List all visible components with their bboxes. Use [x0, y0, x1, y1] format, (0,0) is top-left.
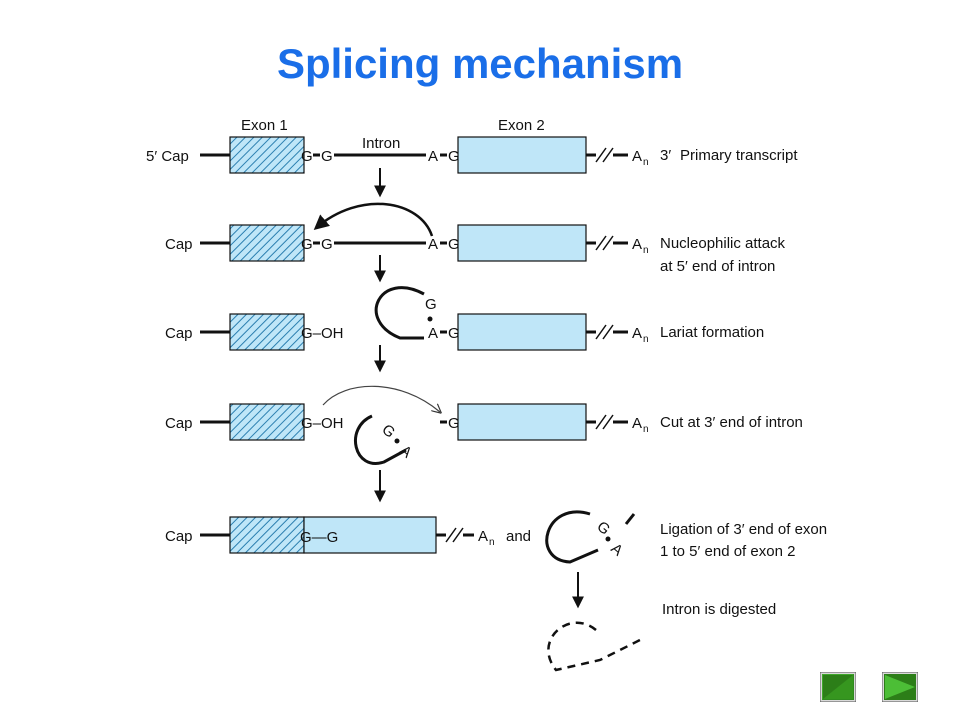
and-label: and: [506, 528, 531, 545]
g-label: G: [448, 148, 460, 165]
step-description: Ligation of 3′ end of exon: [660, 521, 827, 538]
lariat-g-label: G: [378, 421, 398, 442]
break-mark: [595, 147, 607, 163]
step-description: Lariat formation: [660, 324, 764, 341]
g-label: G: [301, 148, 313, 165]
g-label: G: [301, 236, 313, 253]
goh-label: G–OH: [301, 415, 344, 432]
g-label: G: [321, 148, 333, 165]
exon2-box: [457, 403, 587, 441]
row-cut-3prime: Cap G–OH G A G A n Cut at 3′ end of intr…: [165, 385, 803, 465]
exon2-box: [303, 516, 437, 554]
lariat-loop: [374, 286, 425, 340]
three-prime-label: 3′: [660, 147, 671, 164]
polya-subscript: n: [643, 245, 649, 256]
row-lariat-formation: Cap G–OH G A G A n Lariat formation: [165, 286, 764, 351]
polya-label: A: [632, 415, 642, 432]
a-label: A: [428, 236, 438, 253]
break-mark: [602, 235, 614, 251]
prev-slide-button[interactable]: [819, 671, 857, 703]
polya-subscript: n: [643, 424, 649, 435]
attack-arrow: [313, 202, 434, 237]
a-label: A: [428, 148, 438, 165]
arrow-left-icon: [819, 671, 857, 703]
break-mark: [595, 414, 607, 430]
break-mark: [602, 147, 614, 163]
step-description: Intron is digested: [662, 601, 776, 618]
polya-label: A: [632, 148, 642, 165]
cut-arrow: [322, 385, 440, 412]
polya-label: A: [632, 325, 642, 342]
step-description: Primary transcript: [680, 147, 798, 164]
cap-label: Cap: [165, 236, 193, 253]
cap-label: Cap: [165, 415, 193, 432]
a-label: A: [428, 325, 438, 342]
step-description: 1 to 5′ end of exon 2: [660, 543, 795, 560]
exon2-box: [457, 224, 587, 262]
intron-header: Intron: [362, 135, 400, 152]
lariat-a-label: A: [607, 540, 626, 559]
next-slide-button[interactable]: [881, 671, 919, 703]
row-nucleophilic-attack: Cap G G A G A n Nucleophilic attack at 5…: [165, 202, 786, 275]
g-label: G: [448, 415, 460, 432]
exon1-box: [229, 516, 305, 554]
cap-label: Cap: [165, 528, 193, 545]
gg-label: G—G: [300, 529, 338, 546]
branch-dot: [605, 536, 611, 542]
polya-subscript: n: [643, 334, 649, 345]
lariat-loop: [354, 414, 407, 465]
lariat-a-label: A: [396, 442, 415, 461]
goh-label: G–OH: [301, 325, 344, 342]
row-primary-transcript: 5′ Cap G G A G A n 3′ Primary transcript: [146, 136, 798, 174]
exon1-box: [229, 224, 305, 262]
branch-dot: [394, 438, 400, 444]
polya-label: A: [478, 528, 488, 545]
g-label: G: [448, 236, 460, 253]
polya-subscript: n: [643, 157, 649, 168]
lariat-g-label: G: [593, 518, 613, 539]
exon1-box: [229, 136, 305, 174]
break-mark: [602, 414, 614, 430]
lariat-g-label: G: [425, 296, 437, 313]
intron-tail: [624, 513, 636, 525]
polya-label: A: [632, 236, 642, 253]
break-mark: [445, 527, 457, 543]
break-mark: [452, 527, 464, 543]
branch-dot: [427, 316, 433, 322]
digested-intron: [547, 621, 641, 672]
step-description: Cut at 3′ end of intron: [660, 414, 803, 431]
g-label: G: [321, 236, 333, 253]
cap-label: 5′ Cap: [146, 148, 189, 165]
exon1-header: Exon 1: [241, 117, 288, 134]
arrow-right-icon: [881, 671, 919, 703]
break-mark: [602, 324, 614, 340]
lariat-loop: [545, 510, 599, 564]
g-label: G: [448, 325, 460, 342]
row-ligation: Cap G—G A n and G A Ligation of 3′ end o…: [165, 510, 827, 564]
exon2-box: [457, 136, 587, 174]
page-title: Splicing mechanism: [276, 40, 684, 87]
exon1-box: [229, 403, 305, 441]
cap-label: Cap: [165, 325, 193, 342]
break-mark: [595, 324, 607, 340]
break-mark: [595, 235, 607, 251]
step-description: Nucleophilic attack: [660, 235, 786, 252]
step-description: at 5′ end of intron: [660, 258, 775, 275]
polya-subscript: n: [489, 537, 495, 548]
exon1-box: [229, 313, 305, 351]
exon2-header: Exon 2: [498, 117, 545, 134]
exon2-box: [457, 313, 587, 351]
row-intron-digested: Intron is digested: [547, 601, 776, 672]
